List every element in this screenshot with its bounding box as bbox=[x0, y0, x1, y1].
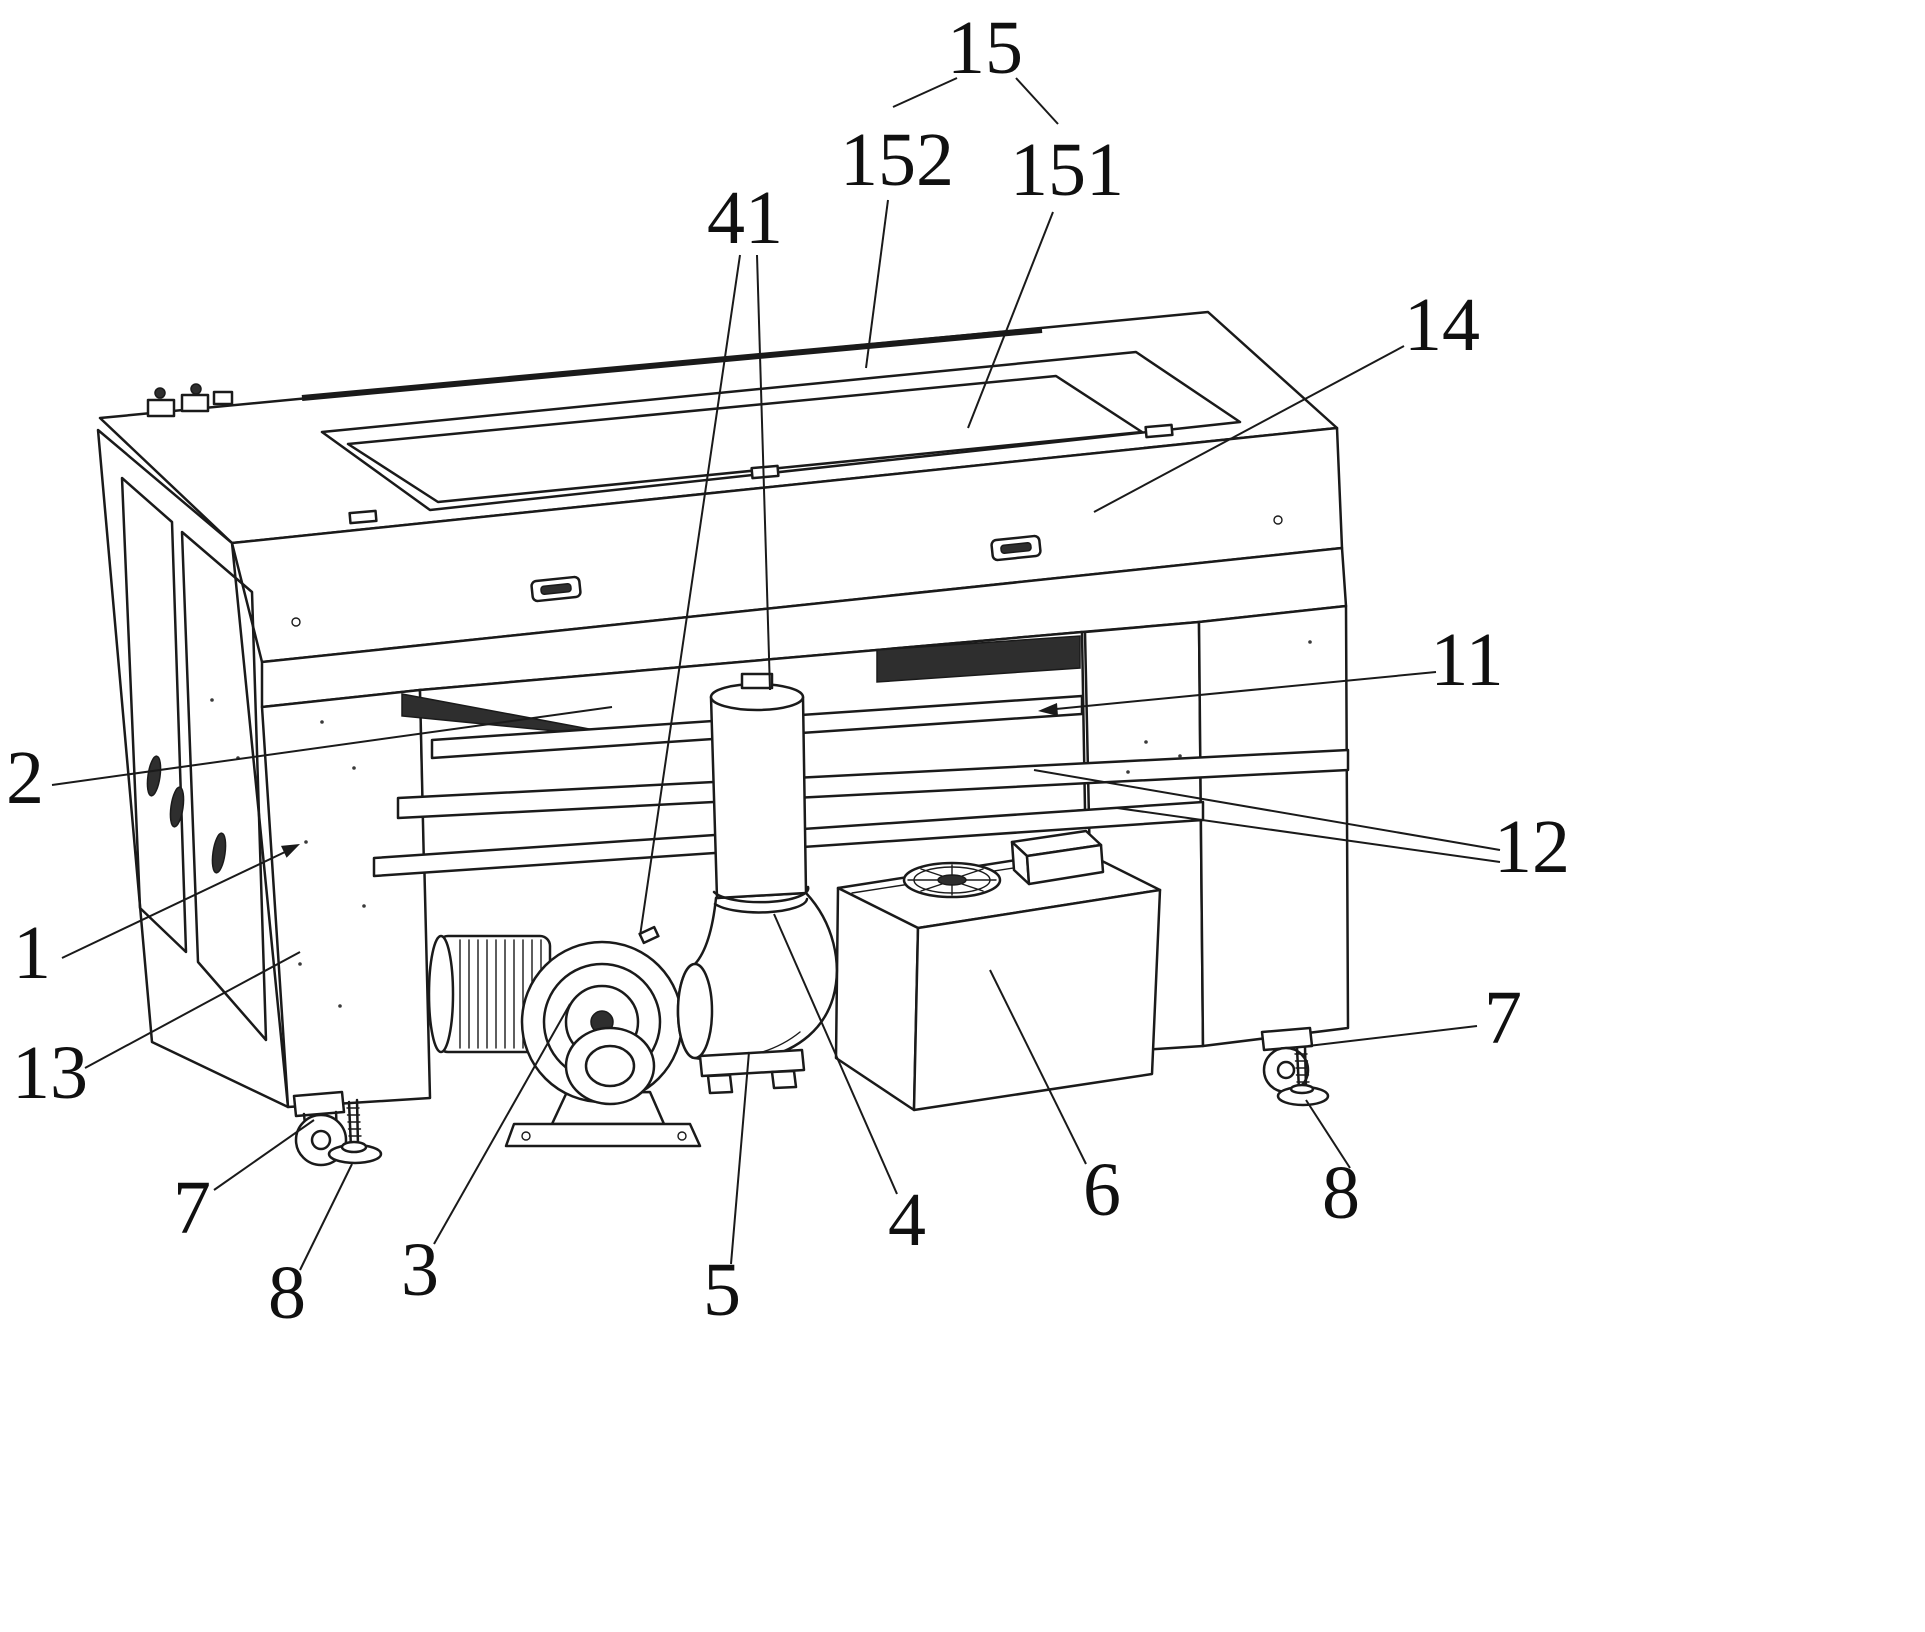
callout-3: 3 bbox=[401, 1228, 439, 1312]
leader-152 bbox=[865, 199, 889, 369]
arrowhead-11 bbox=[1038, 703, 1058, 716]
control-buttons bbox=[146, 383, 234, 418]
lid-hinge bbox=[1144, 423, 1174, 439]
panel-handle-slot bbox=[530, 575, 582, 603]
right-leg bbox=[1083, 604, 1350, 1055]
leader-3 bbox=[433, 1003, 571, 1245]
callout-13: 13 bbox=[12, 1031, 88, 1115]
leader-7-right bbox=[1307, 1025, 1478, 1047]
screw-icon bbox=[291, 617, 301, 627]
callout-6: 6 bbox=[1083, 1148, 1121, 1232]
leader-5 bbox=[730, 1051, 750, 1265]
leader-2 bbox=[51, 706, 613, 786]
leader-8-left bbox=[299, 1163, 353, 1271]
screw-icon bbox=[1273, 515, 1283, 525]
callout-11: 11 bbox=[1430, 618, 1503, 702]
callout-1: 1 bbox=[13, 911, 51, 995]
tank-top-box bbox=[1010, 829, 1105, 886]
door-handle bbox=[211, 832, 227, 874]
callout-152: 152 bbox=[840, 118, 954, 202]
leader-151 bbox=[967, 211, 1054, 429]
caster-right bbox=[1260, 1026, 1330, 1107]
machine-lid bbox=[98, 310, 1339, 545]
callout-15: 15 bbox=[947, 6, 1023, 90]
leader-8-right bbox=[1305, 1099, 1351, 1169]
leader-14 bbox=[1093, 345, 1405, 513]
slot-shadow-right bbox=[876, 635, 1081, 683]
callout-8-left: 8 bbox=[268, 1251, 306, 1335]
callout-12: 12 bbox=[1494, 805, 1570, 889]
callout-7-right: 7 bbox=[1484, 976, 1522, 1060]
door-handle bbox=[169, 786, 185, 828]
door-handle bbox=[146, 755, 162, 797]
callout-2: 2 bbox=[6, 736, 44, 820]
leader-6 bbox=[989, 969, 1087, 1165]
leader-41b bbox=[756, 254, 771, 691]
duct-bracket bbox=[698, 1048, 806, 1095]
leader-lines bbox=[51, 77, 1501, 1271]
callout-14: 14 bbox=[1404, 283, 1480, 367]
panel-handle-slot bbox=[990, 534, 1042, 562]
leader-15b bbox=[1015, 77, 1059, 125]
callout-41: 41 bbox=[707, 176, 783, 260]
leader-1 bbox=[61, 851, 286, 959]
callout-5: 5 bbox=[703, 1248, 741, 1332]
arrowhead-1 bbox=[281, 844, 300, 858]
hose-clamp bbox=[638, 925, 660, 945]
leader-13 bbox=[84, 951, 301, 1069]
blower-inlet-ring bbox=[564, 1026, 656, 1106]
duct-pipe bbox=[709, 695, 808, 900]
tank-fan-grille bbox=[902, 861, 1002, 899]
callout-8-right: 8 bbox=[1322, 1151, 1360, 1235]
leader-41a bbox=[639, 254, 741, 937]
callout-labels: 15 152 151 41 14 11 2 12 1 13 3 5 4 6 7 … bbox=[6, 6, 1570, 1335]
leader-15a bbox=[892, 77, 958, 108]
callout-4: 4 bbox=[888, 1178, 926, 1262]
leader-11 bbox=[1055, 671, 1437, 710]
callout-151: 151 bbox=[1010, 128, 1124, 212]
callout-7-left: 7 bbox=[173, 1166, 211, 1250]
exhaust-duct bbox=[638, 672, 839, 1063]
blower-assembly bbox=[427, 934, 702, 1148]
water-tank bbox=[834, 829, 1162, 1112]
lid-hinge bbox=[750, 464, 780, 480]
leader-4 bbox=[773, 913, 898, 1195]
leader-12a bbox=[1033, 769, 1501, 851]
leader-12b bbox=[1116, 807, 1501, 863]
caster-left bbox=[292, 1090, 383, 1167]
texture-speckles bbox=[210, 640, 1312, 1008]
lid-hinge bbox=[348, 509, 378, 525]
leader-7-left bbox=[213, 1119, 315, 1191]
